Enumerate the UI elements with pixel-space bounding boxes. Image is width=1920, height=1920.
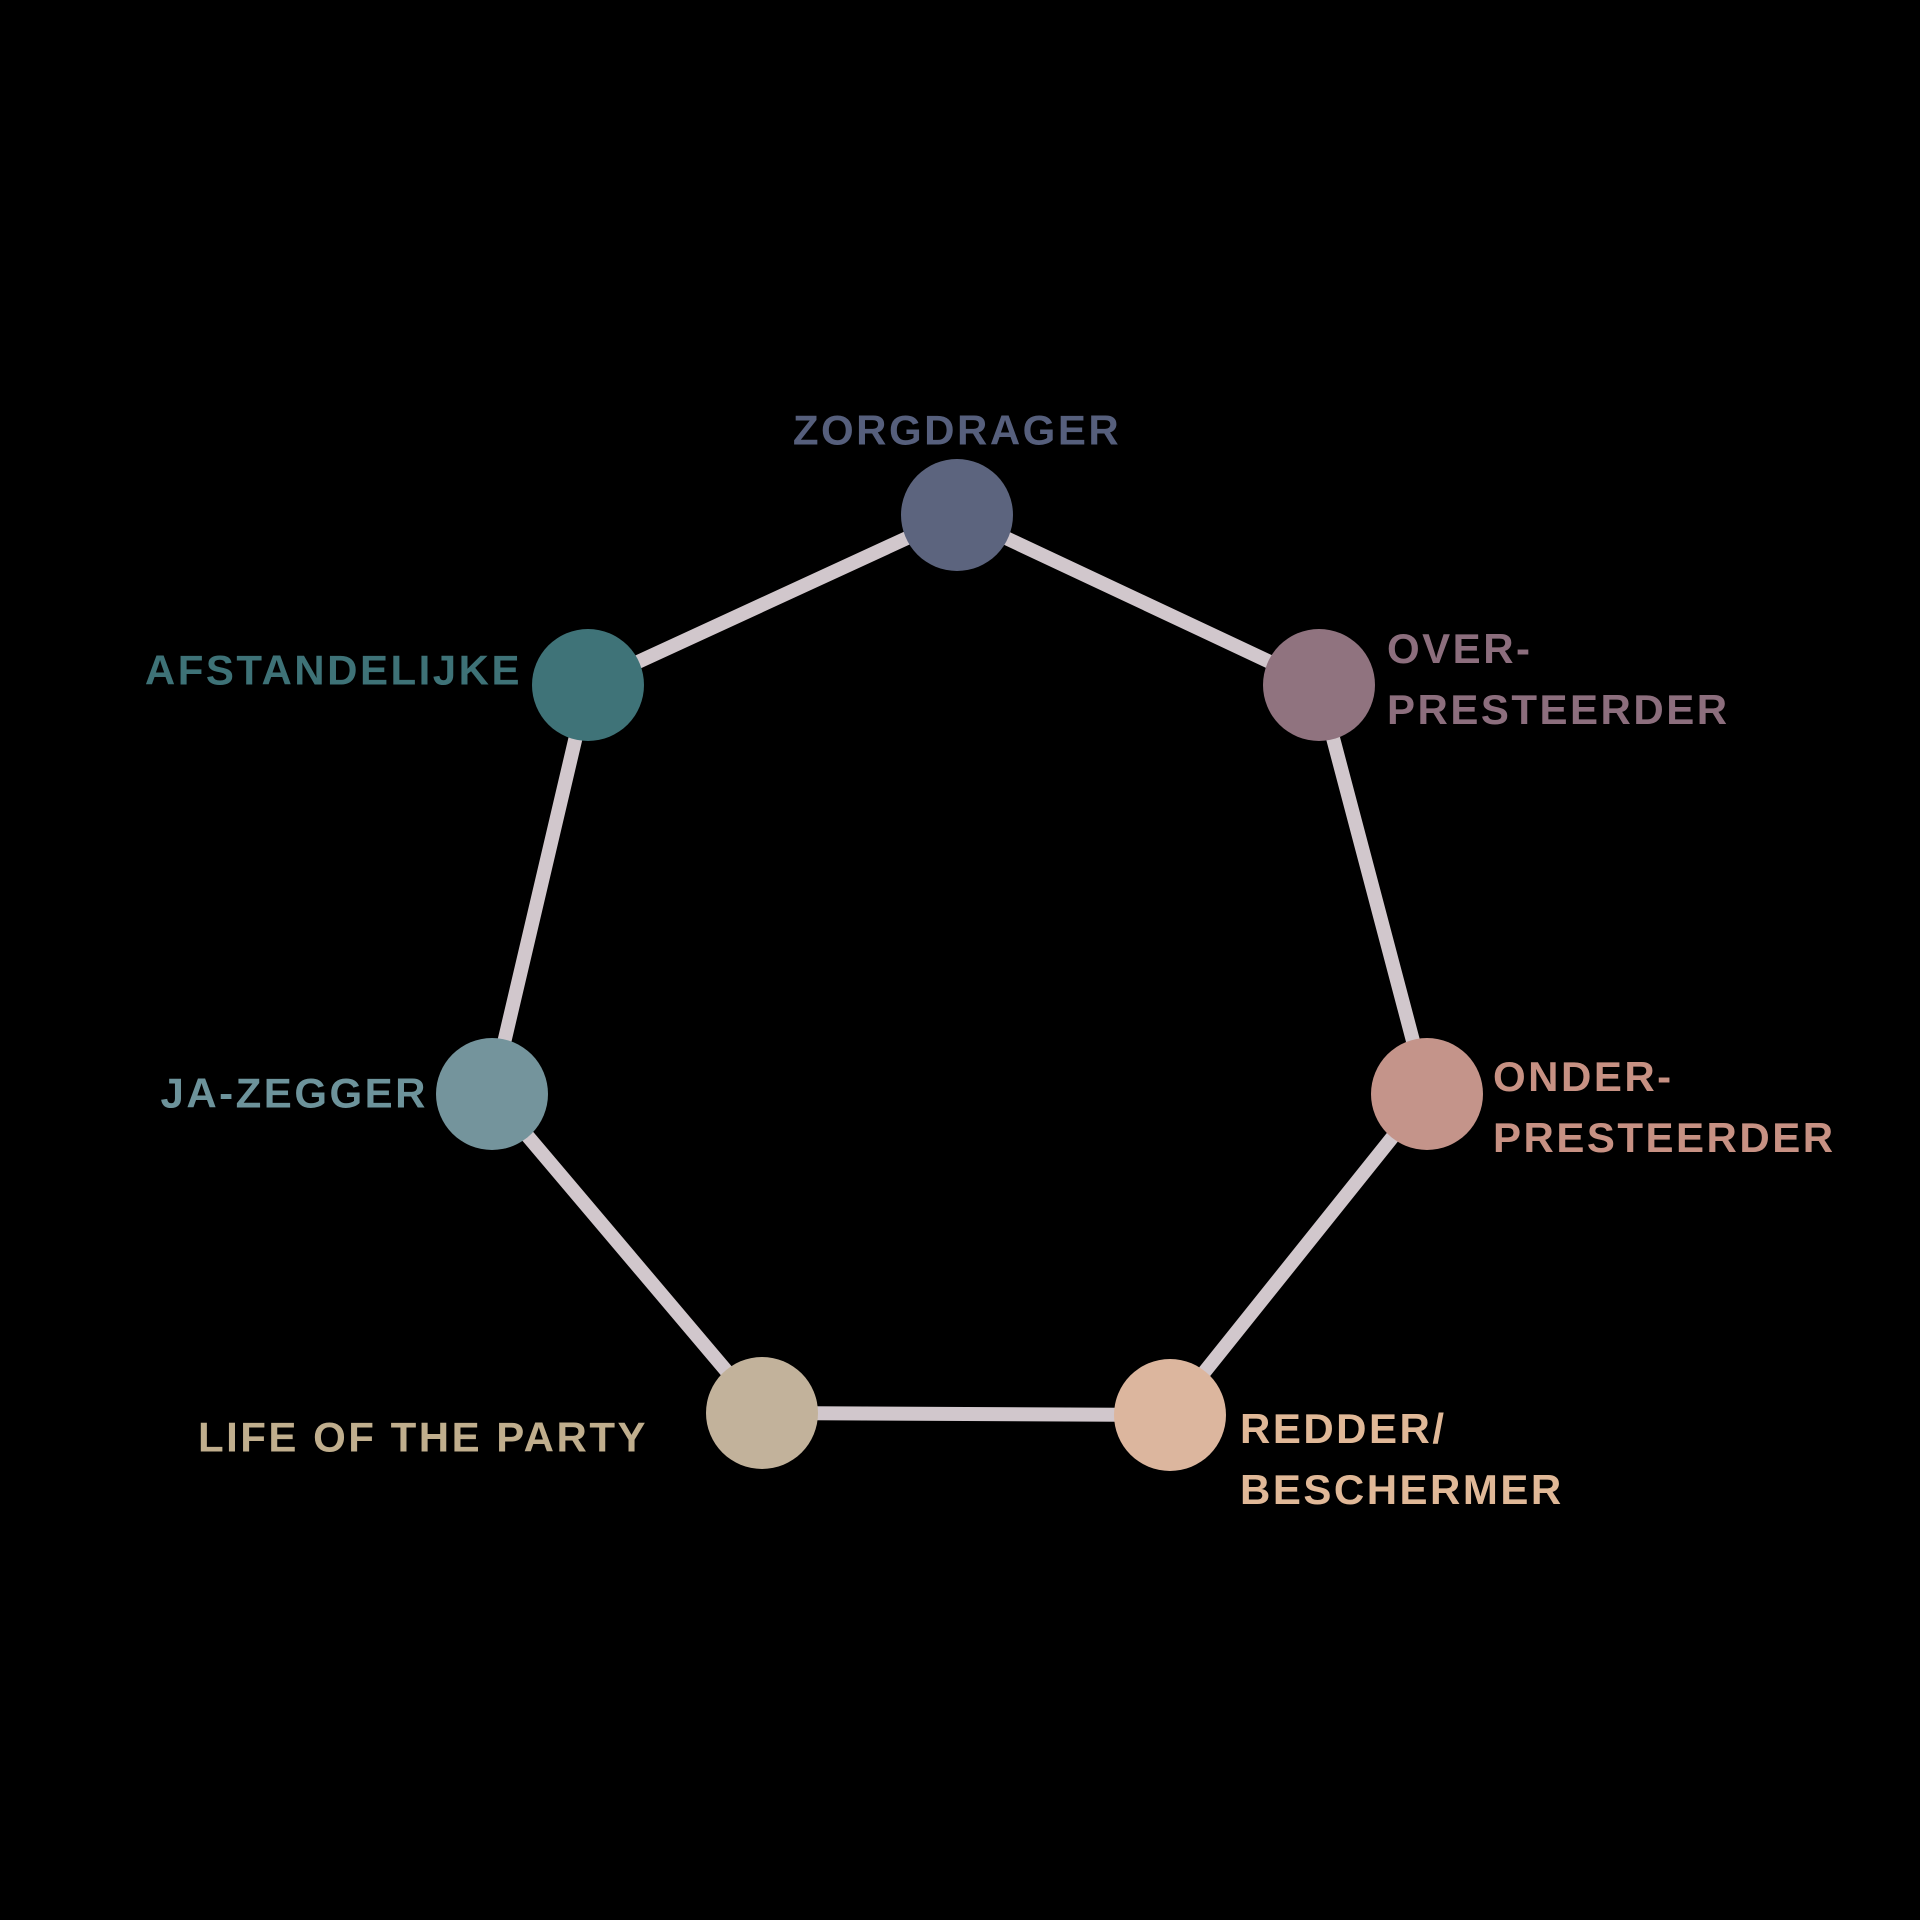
node-label-life-of-the-party-line-0: LIFE OF THE PARTY <box>197 1413 648 1461</box>
node-label-redder-beschermer: REDDER/BESCHERMER <box>1240 1398 1564 1520</box>
node-label-onder-presteerder-line-1: PRESTEERDER <box>1493 1114 1836 1161</box>
node-label-onder-presteerder-line-0: ONDER- <box>1493 1053 1674 1100</box>
node-label-over-presteerder-line-1: PRESTEERDER <box>1387 686 1730 733</box>
node-label-redder-beschermer-line-0: REDDER/ <box>1240 1405 1447 1452</box>
node-label-afstandelijke: AFSTANDELIJKE <box>145 640 522 701</box>
node-circle-onder-presteerder <box>1371 1038 1483 1150</box>
node-circle-life-of-the-party <box>706 1357 818 1469</box>
node-circle-afstandelijke <box>532 629 644 741</box>
node-label-zorgdrager: ZORGDRAGER <box>793 400 1121 461</box>
node-circle-zorgdrager <box>901 459 1013 571</box>
node-circle-over-presteerder <box>1263 629 1375 741</box>
node-label-ja-zegger: JA-ZEGGER <box>160 1063 428 1124</box>
node-label-zorgdrager-line-0: ZORGDRAGER <box>792 406 1122 454</box>
node-circle-ja-zegger <box>436 1038 548 1150</box>
node-label-onder-presteerder: ONDER- PRESTEERDER <box>1493 1046 1836 1168</box>
node-label-over-presteerder: OVER- PRESTEERDER <box>1387 618 1730 740</box>
node-label-afstandelijke-line-0: AFSTANDELIJKE <box>144 646 522 694</box>
heptagon-outline <box>484 507 1435 1423</box>
node-label-over-presteerder-line-0: OVER- <box>1387 625 1533 672</box>
node-label-redder-beschermer-line-1: BESCHERMER <box>1240 1466 1564 1513</box>
node-label-ja-zegger-line-0: JA-ZEGGER <box>160 1069 428 1117</box>
node-label-life-of-the-party: LIFE OF THE PARTY <box>198 1407 648 1468</box>
node-circle-redder-beschermer <box>1114 1359 1226 1471</box>
